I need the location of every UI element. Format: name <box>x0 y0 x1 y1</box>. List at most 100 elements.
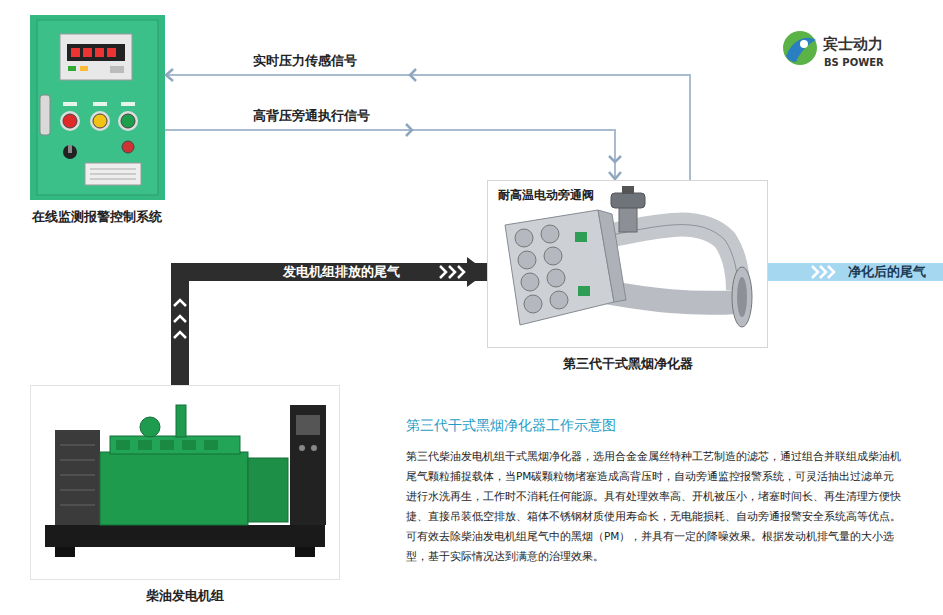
flow-chevrons-part <box>174 316 186 322</box>
control-panel-art-part <box>40 95 50 135</box>
control-panel-art-part <box>95 48 104 57</box>
generator-art-part <box>30 385 340 580</box>
label-slot: 净化后的尾气 <box>846 264 928 280</box>
edge-label: 发电机组排放的尾气 <box>280 264 403 280</box>
generator-box: 柴油发电机组 <box>30 385 340 580</box>
flow-chevrons-part <box>406 124 412 136</box>
control-panel-art-part <box>71 48 80 57</box>
node-heading: 柴油发电机组 <box>146 588 224 604</box>
logo-mark-part <box>800 40 808 48</box>
edge-label-slot: 高背压旁通执行信号 <box>250 108 373 124</box>
purifier-art-part <box>547 269 565 287</box>
brand-name: 宾士动力 <box>821 36 885 52</box>
signal-line <box>165 130 615 179</box>
edge-group <box>165 75 690 385</box>
node-heading: 在线监测报警控制系统 <box>32 209 162 225</box>
purifier-art-part <box>524 295 542 313</box>
control-panel-art-part <box>90 169 136 170</box>
purifier-art-part <box>518 251 536 269</box>
control-panel-art-part <box>93 102 107 106</box>
control-panel-art-part <box>68 145 72 153</box>
generator-art-part <box>60 475 95 476</box>
purifier-art-part <box>515 229 533 247</box>
control-panel-art-part <box>37 20 158 195</box>
flow-chevrons-part <box>410 69 416 81</box>
control-panel-art-part <box>90 179 136 180</box>
generator-art-part <box>296 415 320 435</box>
purifier-art-part <box>487 180 768 348</box>
generator-art-part <box>138 440 152 450</box>
control-panel-art-part <box>110 66 124 73</box>
flow-chevrons-part <box>458 266 464 278</box>
control-panel-art-part <box>85 163 141 185</box>
node-heading: 第三代干式黑烟净化器 <box>563 356 693 372</box>
generator-art-part <box>55 547 75 557</box>
text-slot: 在线监测报警控制系统 <box>32 209 162 225</box>
flow-chevrons-part <box>449 266 455 278</box>
purifier-art-part <box>521 273 539 291</box>
control-panel-art-part <box>90 174 136 175</box>
control-panel-art-part <box>93 114 107 128</box>
diagram-title: 第三代干式黑烟净化器工作示意图 <box>406 416 616 434</box>
purifier-art-part <box>544 247 562 265</box>
purifier-box: 耐高温电动旁通阀第三代干式黑烟净化器 <box>487 180 768 348</box>
text-slot: 耐高温电动旁通阀 <box>498 187 594 203</box>
purifier-art-part <box>619 206 637 232</box>
generator-art-part <box>176 405 186 437</box>
control-panel-art <box>30 15 165 200</box>
control-panel-art-part <box>63 145 77 159</box>
purifier-art-part <box>622 186 634 194</box>
generator-art-part <box>60 445 95 446</box>
control-panel-art-part <box>121 102 135 106</box>
generator-art-part <box>290 405 326 525</box>
purifier-art-part <box>732 267 752 327</box>
generator-art-part <box>295 547 315 557</box>
control-panel-art-part <box>63 102 77 106</box>
edge-label: 实时压力传感信号 <box>250 53 360 69</box>
generator-art-part <box>116 440 130 450</box>
purifier-art-part <box>611 193 645 208</box>
generator-art-part <box>100 452 248 525</box>
flow-chevrons <box>174 69 621 338</box>
generator-art-part <box>160 440 174 450</box>
logo-mark-part <box>783 31 817 65</box>
control-panel-art-part <box>68 66 76 71</box>
generator-art-part <box>311 445 317 451</box>
control-panel-art-part <box>60 34 132 80</box>
flow-chevrons-part <box>174 332 186 338</box>
text-slot: 柴油发电机组 <box>146 588 224 604</box>
caption-slot: 第三代柴油发电机组干式黑烟净化器，选用合金金属丝特种工艺制造的滤芯，通过组合并联… <box>406 446 903 566</box>
purifier-art-part <box>737 277 747 317</box>
generator-art-part <box>204 440 218 450</box>
clean-exhaust-band-part <box>768 263 943 281</box>
generator-art <box>30 385 340 580</box>
flow-chevrons-part <box>609 156 621 162</box>
purifier-art-part <box>575 232 587 242</box>
generator-art-part <box>182 440 196 450</box>
label-slot: 宾士动力 <box>821 36 885 52</box>
edge-label-slot: 发电机组排放的尾气 <box>280 264 403 280</box>
generator-art-part <box>45 525 325 547</box>
signal-line <box>166 75 690 180</box>
control-panel-art-part <box>80 66 88 71</box>
logo-mark <box>783 31 817 65</box>
generator-art-part <box>299 445 305 451</box>
label-slot: BS POWER <box>822 55 886 71</box>
part-label: 耐高温电动旁通阀 <box>498 187 594 203</box>
edge-label-slot: 实时压力传感信号 <box>250 53 360 69</box>
purifier-art <box>487 180 768 348</box>
control-panel-art-part <box>118 111 138 131</box>
control-panel-art-part <box>122 141 134 153</box>
generator-art-part <box>60 490 95 491</box>
purifier-art-part <box>541 225 559 243</box>
exhaust-band <box>180 272 487 385</box>
purifier-art-part <box>550 291 568 309</box>
control-panel-art-part <box>90 111 110 131</box>
clean-exhaust-band-part <box>820 266 826 278</box>
generator-art-part <box>55 430 100 525</box>
control-panel-art-part <box>30 15 165 200</box>
